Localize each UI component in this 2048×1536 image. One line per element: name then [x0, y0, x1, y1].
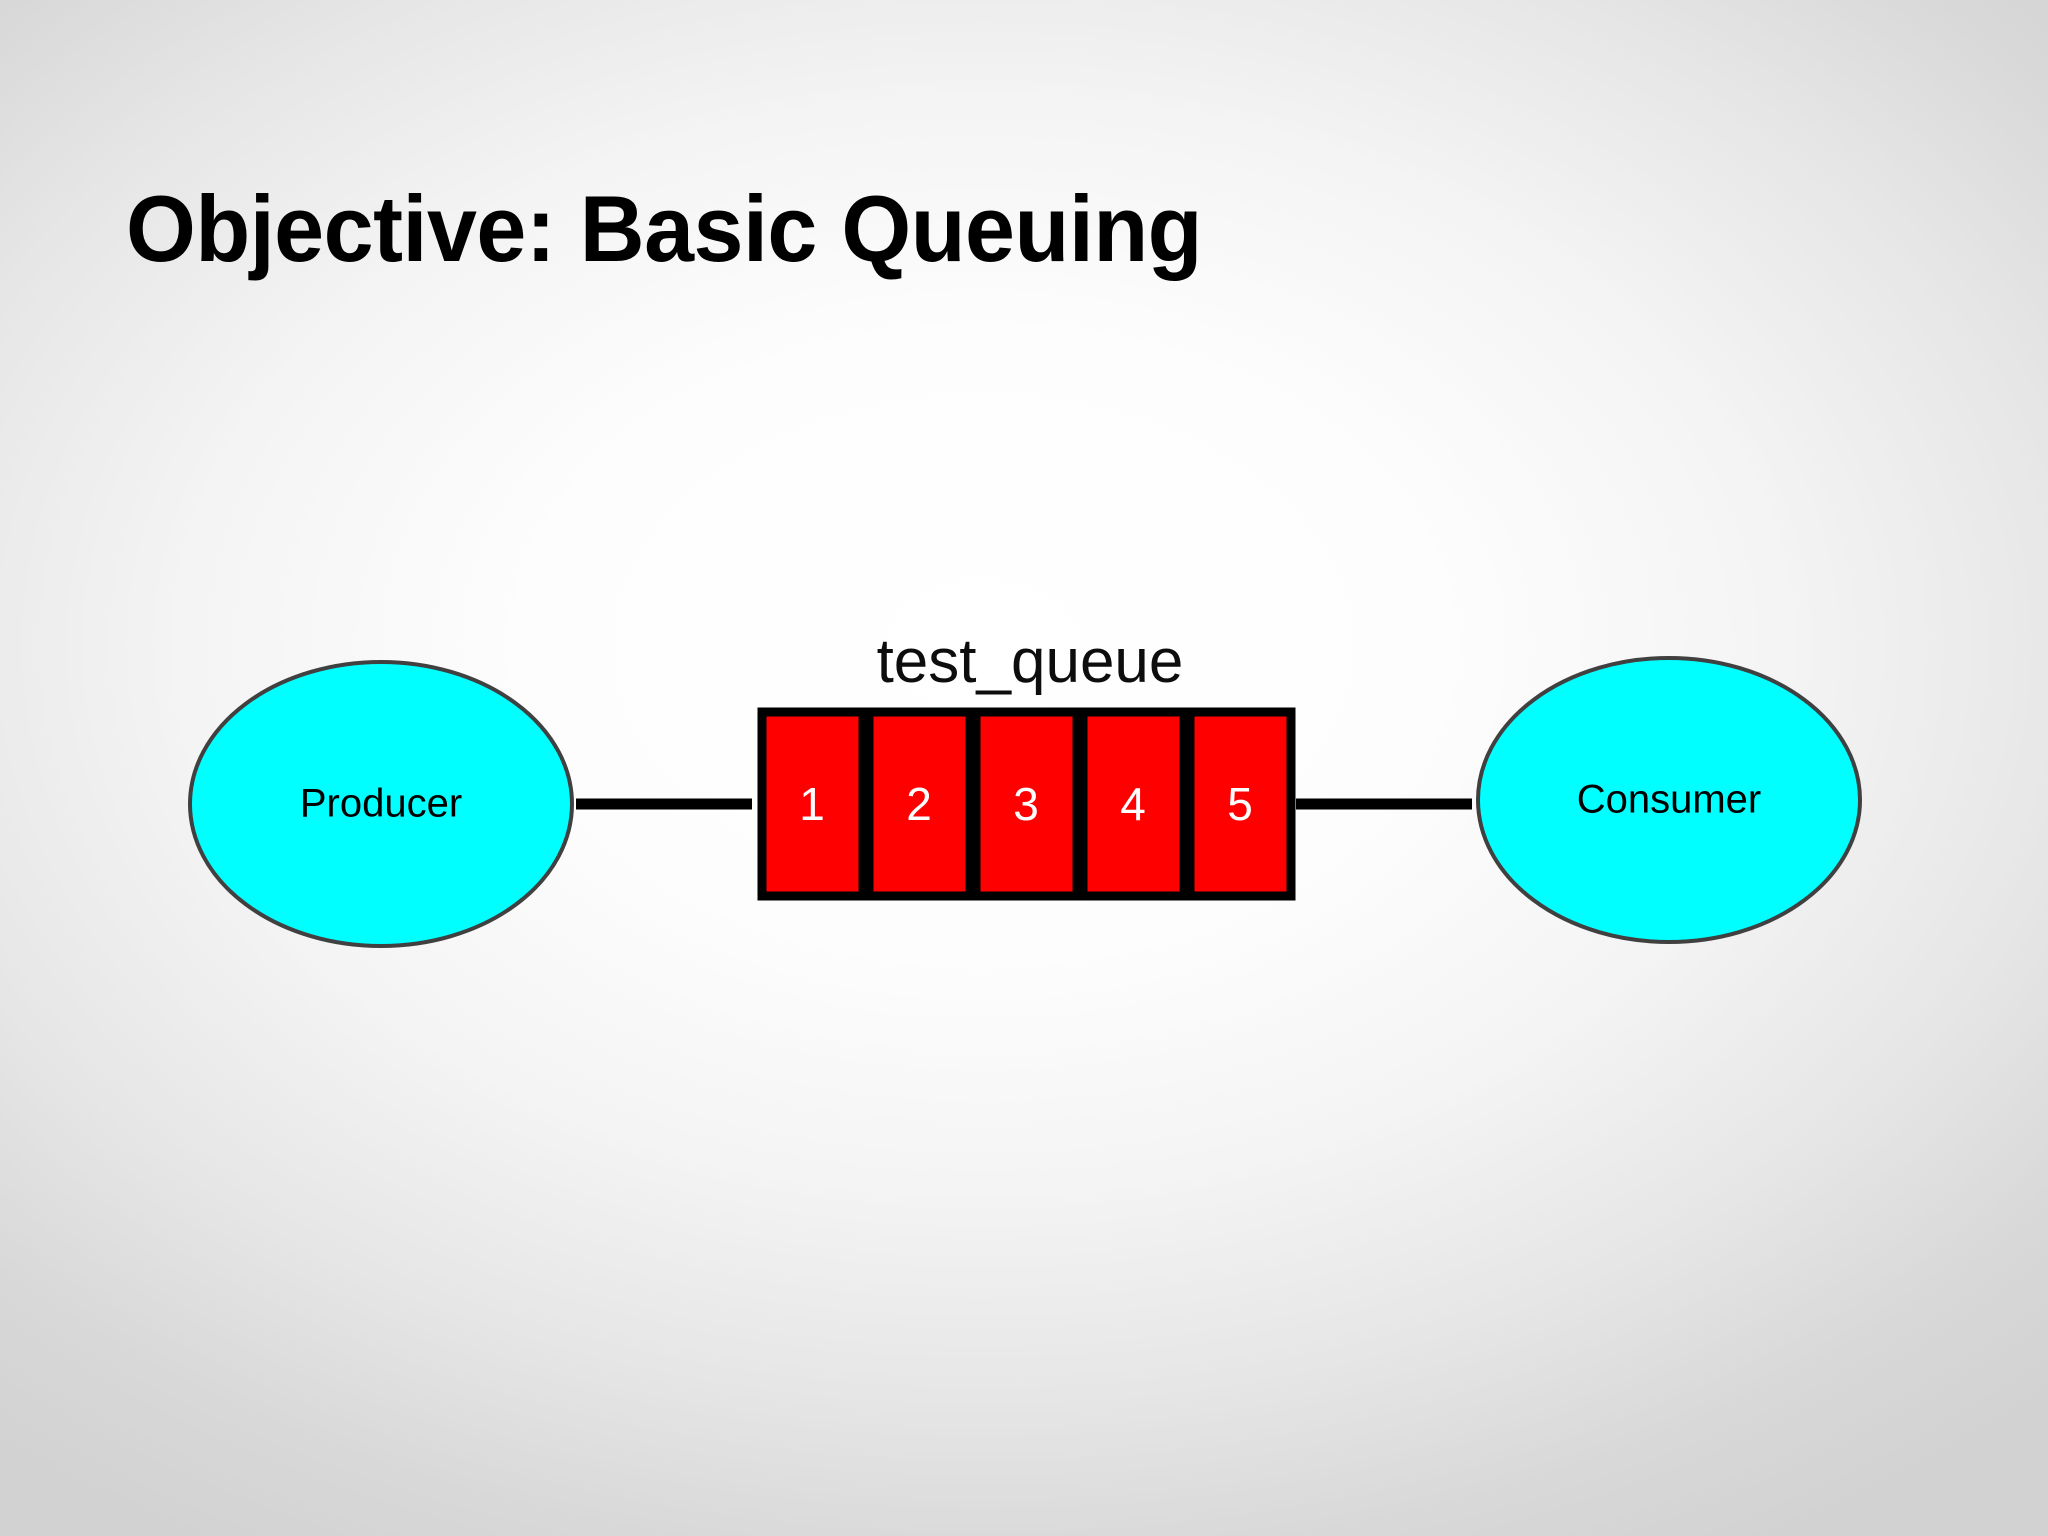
queue-cell[interactable]: 4 [1078, 707, 1189, 901]
queue-cell[interactable]: 5 [1185, 707, 1296, 901]
queue-cell-value: 3 [1013, 778, 1039, 830]
page-title: Objective: Basic Queuing [126, 176, 1203, 281]
queue-container: 1 2 3 4 5 [757, 707, 1296, 901]
producer-node[interactable]: Producer [188, 660, 574, 948]
producer-label: Producer [300, 782, 462, 826]
queue-cell-value: 1 [799, 778, 825, 830]
queue-cell-rect[interactable] [1078, 707, 1189, 901]
queue-cell[interactable]: 3 [971, 707, 1082, 901]
queue-cell[interactable]: 1 [757, 707, 868, 901]
consumer-label: Consumer [1577, 778, 1762, 822]
producer-ellipse[interactable] [188, 660, 574, 948]
consumer-node[interactable]: Consumer [1476, 656, 1862, 944]
queue-cell-value: 5 [1227, 778, 1253, 830]
consumer-ellipse[interactable] [1476, 656, 1862, 944]
queue-name-label: test_queue [877, 627, 1184, 696]
queue-cell-value: 2 [906, 778, 932, 830]
queue-cell-rect[interactable] [1185, 707, 1296, 901]
queue-cell-value: 4 [1120, 778, 1146, 830]
queue-cell-rect[interactable] [864, 707, 975, 901]
queue-cell[interactable]: 2 [864, 707, 975, 901]
queue-cell-rect[interactable] [757, 707, 868, 901]
queue-cell-rect[interactable] [971, 707, 1082, 901]
